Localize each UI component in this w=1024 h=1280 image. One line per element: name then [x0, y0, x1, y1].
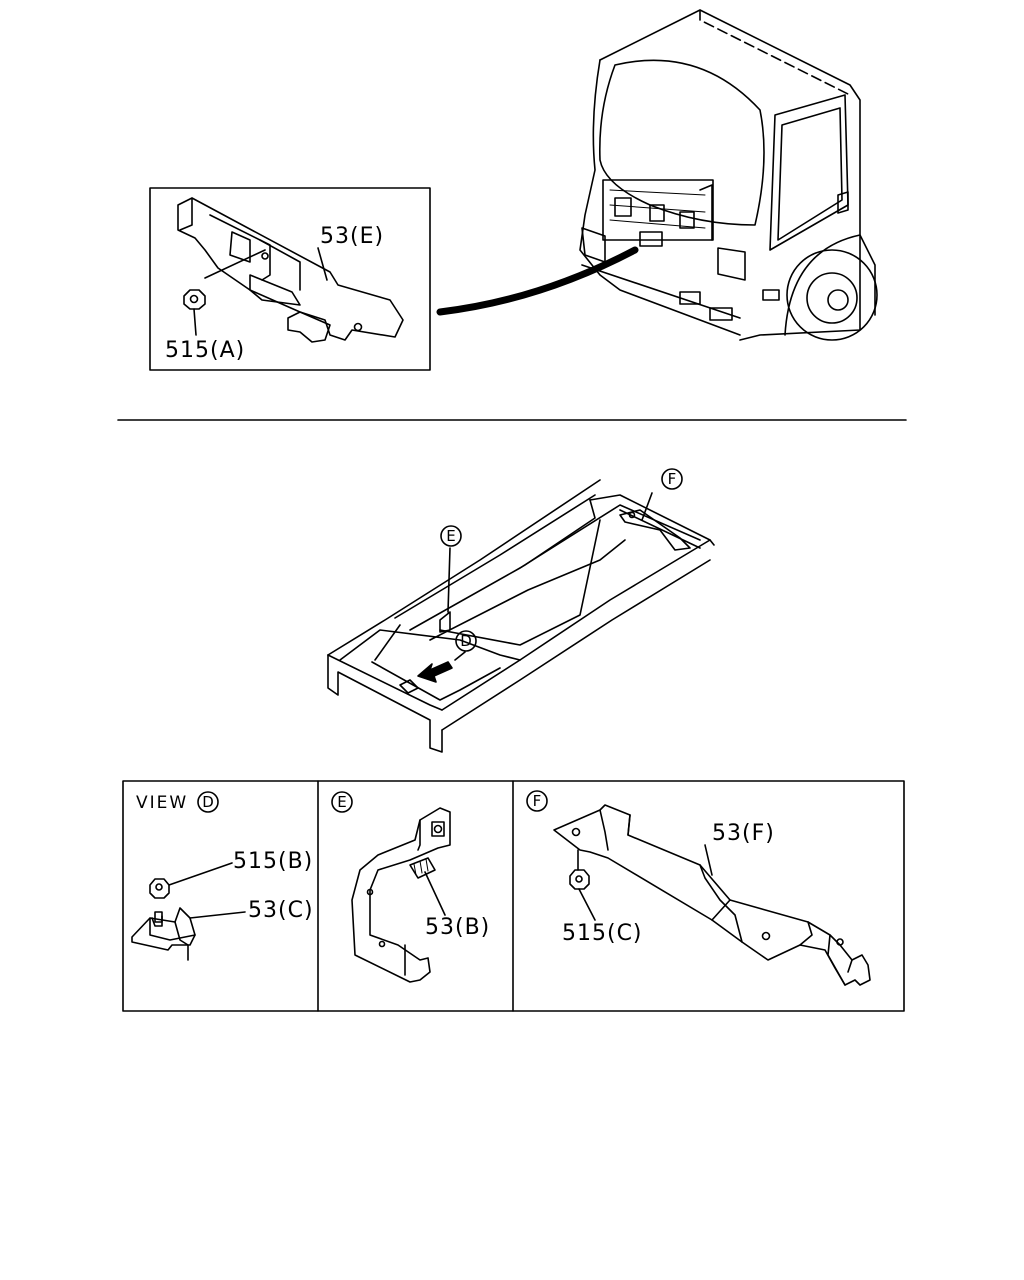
panel-e-circle-letter: E [337, 793, 346, 811]
frame-callout-F: F [668, 470, 677, 488]
frame-callout-D: D [460, 632, 472, 650]
label-53B: 53(B) [425, 915, 490, 940]
view-title: VIEW [136, 793, 188, 813]
label-515A: 515(A) [165, 338, 245, 363]
detail-panels [122, 780, 905, 1012]
label-515C: 515(C) [562, 921, 643, 946]
panel-f-circle-letter: F [533, 792, 542, 810]
frame-callout-E: E [446, 527, 455, 545]
chassis-frame-illustration: F E D [327, 468, 715, 753]
label-53F: 53(F) [712, 821, 775, 846]
truck-cab-illustration [436, 9, 878, 341]
panel-f: F 53(F) 515(C) [526, 790, 871, 986]
bracket-inset-53E: 53(E) 515(A) [149, 187, 431, 371]
view-circle-letter: D [202, 793, 214, 811]
label-515B: 515(B) [233, 849, 313, 874]
panel-e: E 53(B) [331, 791, 490, 983]
label-53C: 53(C) [248, 898, 314, 923]
label-53E: 53(E) [320, 224, 384, 249]
panel-view-d: VIEW D 515(B) 53(C) [131, 791, 314, 961]
